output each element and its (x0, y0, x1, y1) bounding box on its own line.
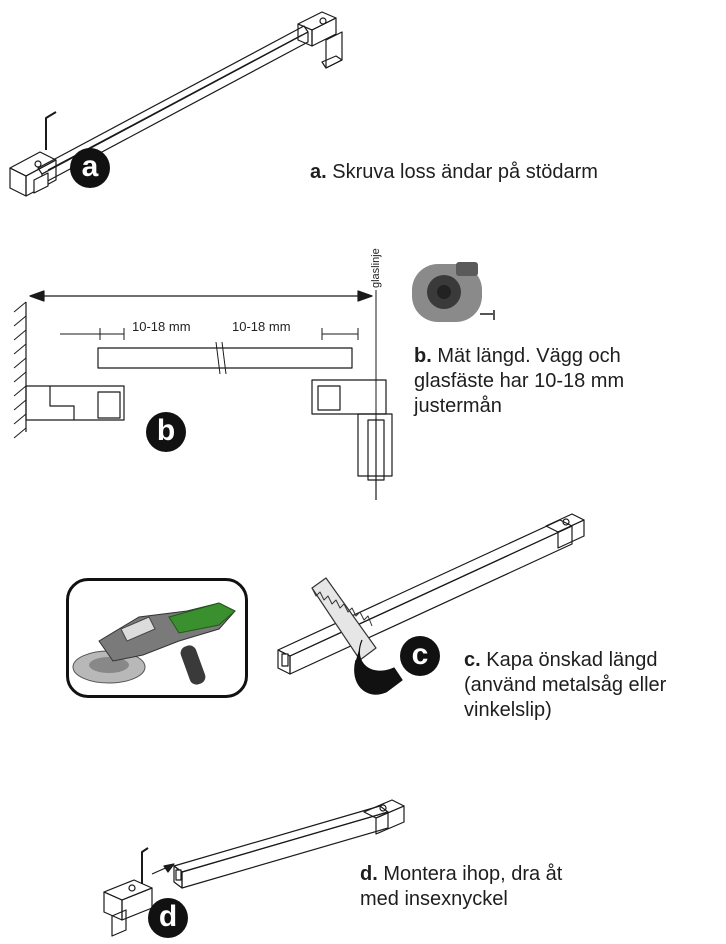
angle-grinder-panel (66, 578, 248, 698)
step-b-line-1: Mät längd. Vägg och (437, 345, 621, 367)
step-d-badge: d (148, 898, 188, 938)
step-a-letter: a. (310, 161, 327, 183)
step-c-line-2: (använd metalsåg eller (464, 674, 667, 696)
step-b-text: b. Mät längd. Vägg och glasfäste har 10-… (414, 344, 624, 419)
step-b-badge: b (146, 412, 186, 452)
step-c-line-3: vinkelslip) (464, 699, 552, 721)
step-c-badge: c (400, 636, 440, 676)
support-arm-a (9, 11, 343, 197)
step-c-letter: c. (464, 649, 481, 671)
step-b-line-3: justermån (414, 395, 502, 417)
angle-grinder-icon (72, 602, 236, 685)
step-a-text: a. Skruva loss ändar på stödarm (310, 160, 598, 185)
step-a-desc: Skruva loss ändar på stödarm (332, 161, 598, 183)
step-d-letter: d. (360, 863, 378, 885)
assemble-arm-d (103, 799, 405, 937)
cut-arm-c (277, 513, 585, 675)
dim-left-label: 10-18 mm (132, 319, 191, 334)
step-b-letter: b. (414, 345, 432, 367)
step-c-text: c. Kapa önskad längd (använd metalsåg el… (464, 648, 666, 723)
step-a-badge: a (70, 148, 110, 188)
dim-right-label: 10-18 mm (232, 319, 291, 334)
step-d-line-2: med insexnyckel (360, 888, 508, 910)
measure-diagram-b (13, 290, 393, 500)
step-c-line-1: Kapa önskad längd (486, 649, 658, 671)
glass-line-label: glaslinje (370, 248, 382, 288)
step-d-line-1: Montera ihop, dra åt (383, 863, 563, 885)
step-b-line-2: glasfäste har 10-18 mm (414, 370, 625, 392)
saw-icon (311, 577, 403, 695)
step-d-text: d. Montera ihop, dra åt med insexnyckel (360, 862, 562, 912)
tape-measure-icon (412, 262, 495, 322)
